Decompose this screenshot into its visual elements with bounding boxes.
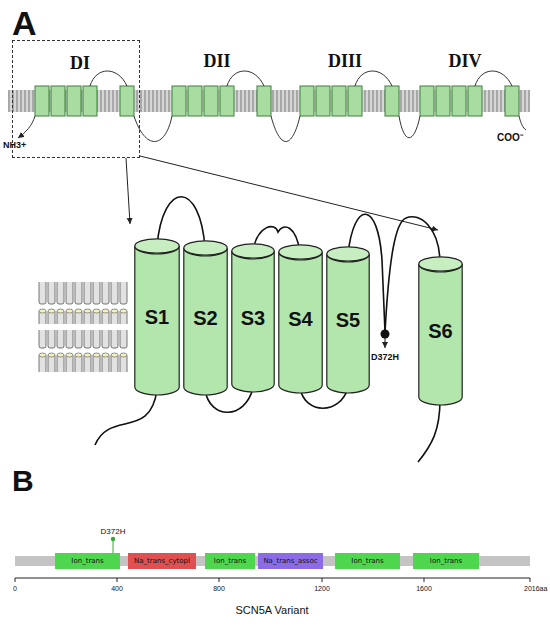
- domain-name: Ion_trans: [71, 557, 103, 565]
- segment-name: S6: [428, 320, 452, 343]
- variant-pointer: [385, 338, 386, 348]
- protein-bar: [15, 556, 530, 566]
- variant-label: D372H: [371, 353, 399, 362]
- helix-cylinder: S1: [134, 238, 180, 396]
- domain-box: Ion_trans: [205, 553, 255, 569]
- helix-cylinder: S6: [418, 256, 463, 406]
- segment-name: S4: [288, 308, 312, 331]
- domain-label: DIII: [328, 52, 362, 70]
- lipid-bilayer: [38, 330, 128, 372]
- helix-cylinder: S5: [326, 246, 370, 394]
- cylinder-body: [327, 254, 369, 393]
- cylinder-top: [419, 257, 462, 271]
- overview-loops: [18, 71, 526, 142]
- cylinder-body: [184, 248, 227, 395]
- axis-tick-label: 1200: [314, 585, 330, 592]
- axis-tick-label: 0: [13, 585, 17, 592]
- axis-title: SCN5A Variant: [235, 605, 308, 616]
- segment-name: S5: [336, 309, 360, 332]
- cylinder-body: [135, 246, 179, 395]
- helix-cylinder: S3: [231, 243, 275, 393]
- terminus-label: COO⁻: [497, 133, 523, 143]
- cylinder-body: [232, 251, 274, 392]
- domain-box: Ion_trans: [335, 553, 400, 569]
- panel-letter: B: [12, 466, 34, 496]
- cylinder-top: [327, 247, 369, 261]
- segment-name: S2: [193, 307, 217, 330]
- peptide-loops: [95, 197, 440, 462]
- zoom-frame: DI: [12, 40, 140, 158]
- variant-label: D372H: [101, 528, 126, 536]
- cylinder-body: [419, 264, 462, 405]
- terminus-label: NH3+: [3, 141, 26, 150]
- domain-box: Ion_trans: [413, 553, 479, 569]
- domain-label: DIV: [448, 52, 481, 70]
- axis-tick-label: 2016aa: [524, 585, 547, 592]
- domain-label: DII: [203, 52, 230, 70]
- axis-tick-label: 800: [213, 585, 225, 592]
- domain-name: Ion_trans: [430, 557, 462, 565]
- axis-tick-label: 1600: [416, 585, 432, 592]
- variant-dot: [381, 330, 390, 339]
- axis-tick-label: 400: [111, 585, 123, 592]
- variant-stem: [113, 541, 114, 553]
- domain-box: Ion_trans: [55, 553, 120, 569]
- panel-letter: A: [12, 6, 37, 40]
- zoom-arrow: [140, 156, 438, 230]
- domain-label: DI: [70, 53, 90, 74]
- variant-head: [111, 537, 115, 541]
- helix-cylinder: S2: [183, 240, 228, 396]
- cylinder-body: [279, 252, 322, 393]
- domain-box: Na_trans_assoc: [258, 553, 323, 569]
- domain-name: Ion_trans: [214, 557, 246, 565]
- cylinder-top: [232, 244, 274, 258]
- lipid-bilayer: [38, 282, 128, 324]
- axis: [15, 578, 530, 582]
- segment-name: S1: [145, 306, 169, 329]
- domain-name: Na_trans_cytopl: [134, 557, 190, 565]
- zoom-arrow: [126, 158, 130, 224]
- domain-name: Ion_trans: [351, 557, 383, 565]
- segment-name: S3: [241, 307, 265, 330]
- segment-boxes: [35, 86, 519, 116]
- helix-cylinder: S4: [278, 244, 323, 394]
- cylinder-top: [184, 241, 227, 255]
- domain-name: Na_trans_assoc: [263, 557, 317, 565]
- cylinder-top: [279, 245, 322, 259]
- domain-box: Na_trans_cytopl: [128, 553, 196, 569]
- cylinder-top: [135, 239, 179, 253]
